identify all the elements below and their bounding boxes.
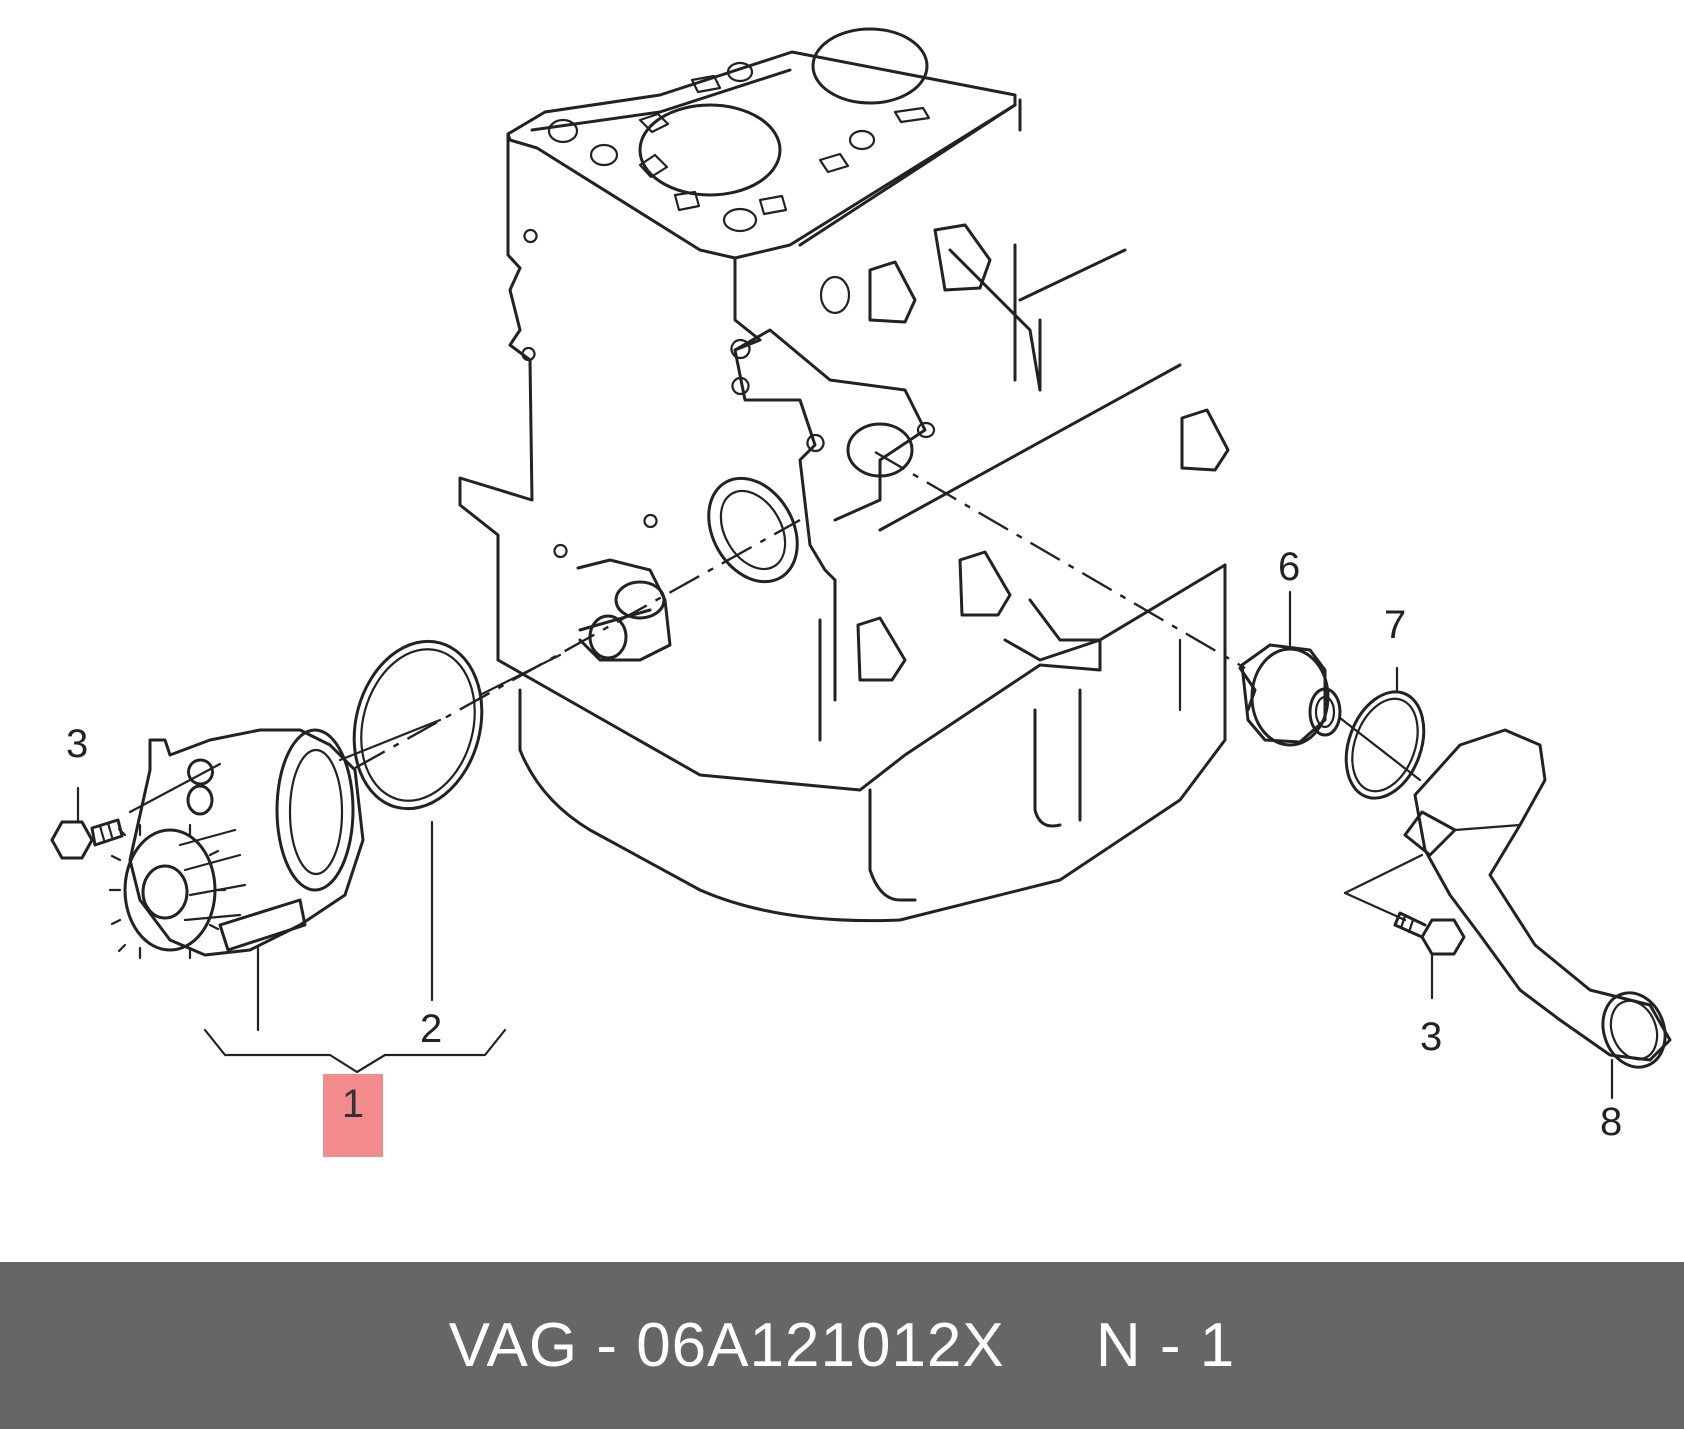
exploded-parts-diagram: 3 2 6 7 3 8: [50, 27, 1672, 1144]
gasket-ring: [352, 639, 484, 811]
o-ring: [1344, 690, 1426, 800]
callout-6: 6: [1278, 545, 1300, 589]
callout-2: 2: [420, 1007, 442, 1051]
thermostat: [1238, 643, 1342, 747]
highlighted-part-marker: [323, 1074, 383, 1157]
callout-7: 7: [1384, 603, 1406, 647]
engine-block: [458, 27, 1230, 923]
callout-3-right: 3: [1420, 1015, 1442, 1059]
callout-3-left: 3: [66, 722, 88, 766]
part-number-footer: VAG - 06A121012X N - 1: [0, 1262, 1684, 1429]
water-pump: [108, 728, 365, 960]
bolt-left: [50, 818, 124, 860]
callout-8: 8: [1600, 1100, 1622, 1144]
part-number-text: VAG - 06A121012X N - 1: [448, 1311, 1236, 1380]
leader-lines: [76, 450, 1614, 1100]
coolant-flange: [1403, 728, 1672, 1069]
callout-1: 1: [341, 1082, 365, 1126]
